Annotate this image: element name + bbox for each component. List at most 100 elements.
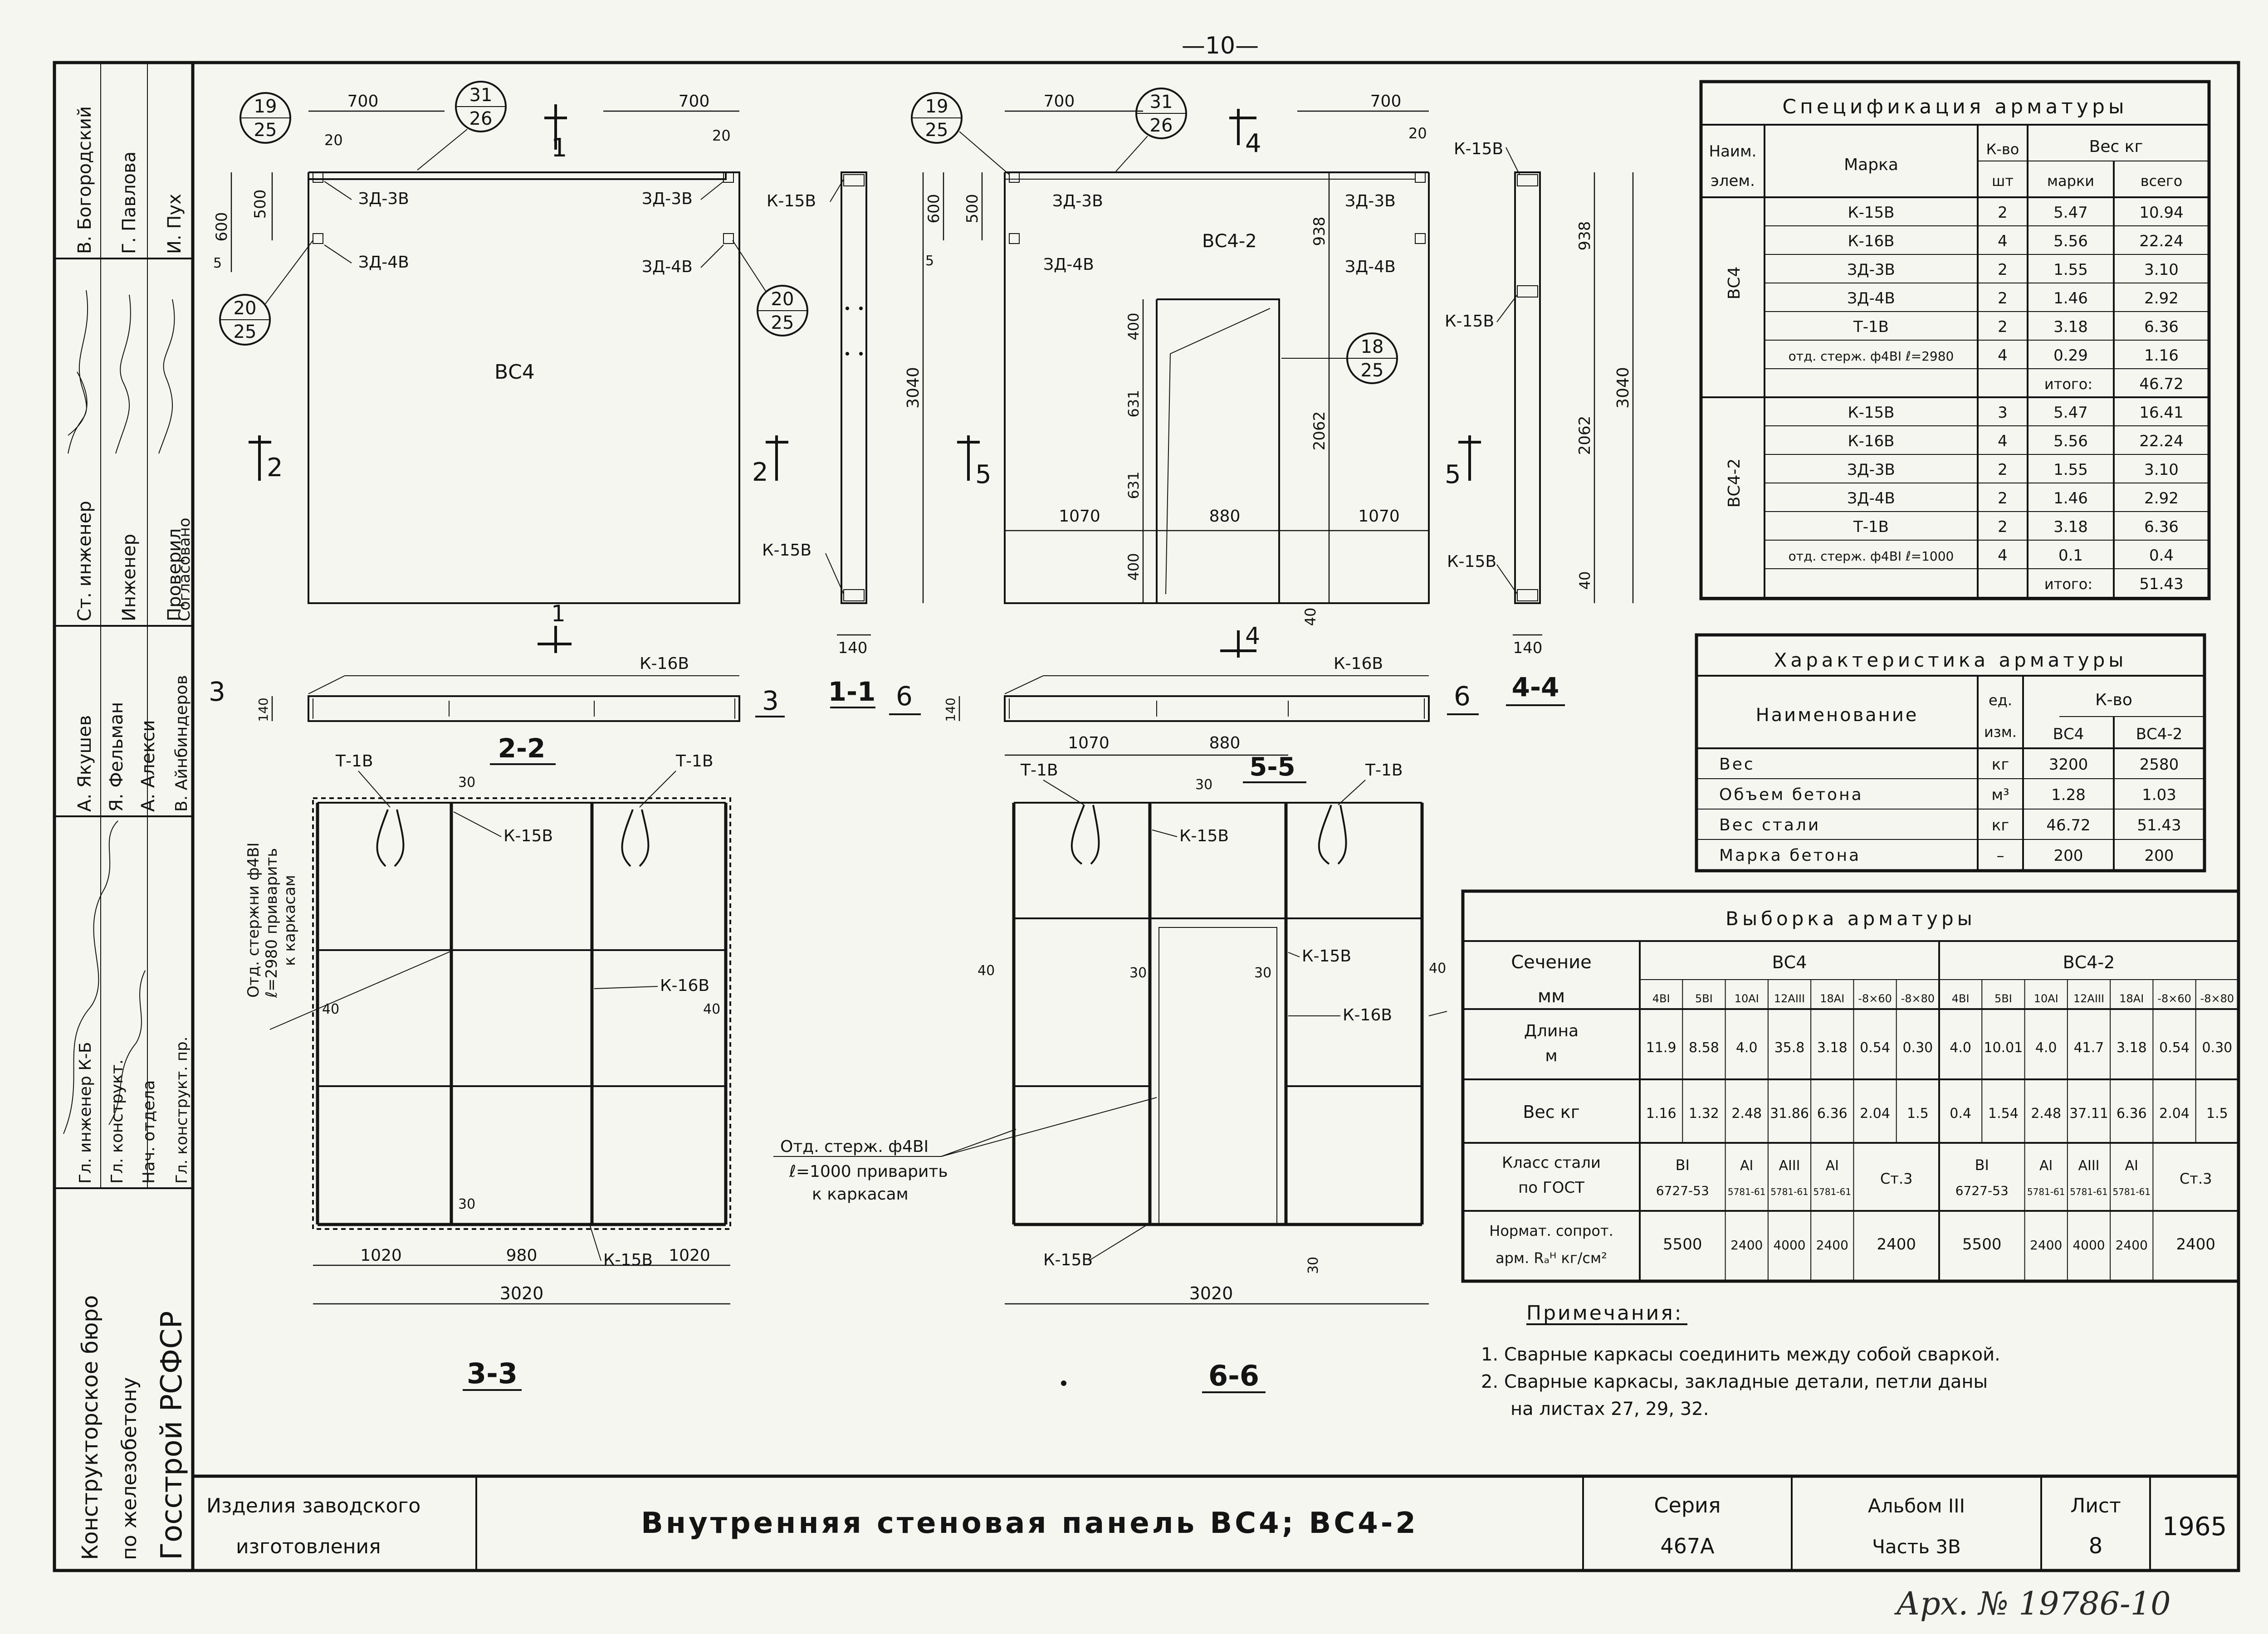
section-2-2: К-16В 140 3 3 2-2 — [209, 654, 785, 765]
sample-length: 4.0 — [1736, 1040, 1758, 1056]
label-zd4b-2: ЗД-4В — [642, 258, 693, 276]
sample-title: Выборка арматуры — [1725, 907, 1976, 930]
spec-cell-unit: 5.56 — [2053, 432, 2088, 450]
svg-text:25: 25 — [234, 322, 257, 342]
stamp-role-3: Проверил — [164, 528, 185, 621]
sample-size: -8×80 — [1901, 992, 1935, 1005]
sample-size: -8×60 — [1858, 992, 1892, 1005]
archive-number: Арх. № 19786-10 — [1894, 1585, 2171, 1622]
characteristic-table: Характеристика арматуры Наименование ед.… — [1695, 633, 2206, 873]
sample-group-vs42: ВС4-2 — [2063, 952, 2115, 972]
sample-class-bi-gost: 6727-53 — [1656, 1183, 1709, 1198]
cut-1-bot: 1 — [551, 600, 566, 627]
org-line-2: по железобетону — [118, 1377, 141, 1560]
sample-norm-3: 4000 — [2072, 1238, 2105, 1253]
svg-text:25: 25 — [925, 120, 948, 141]
dim-5-vs42: 5 — [925, 253, 934, 269]
dim-1070-b: 1070 — [1358, 507, 1400, 526]
dim-880-b: 880 — [1209, 734, 1241, 752]
sample-size: 18АI — [1820, 992, 1844, 1005]
dim-40-66a: 40 — [978, 963, 995, 979]
bubble-19-25-b: 19 25 — [911, 92, 1010, 175]
cut-3-left: 3 — [209, 676, 225, 707]
sample-class-bi: ВI — [1676, 1156, 1690, 1174]
stamp-role-4: Согласовано — [176, 518, 194, 621]
sample-weight: 2.48 — [2031, 1106, 2061, 1122]
section-6-6-label: 6-6 — [1208, 1359, 1259, 1392]
section-1-1: К-15В К-15В 3040 140 1-1 — [762, 171, 924, 708]
label-zd3b-3: ЗД-3В — [1052, 192, 1103, 210]
stamp-role-2: Инженер — [119, 534, 140, 621]
sample-norm-1: 5500 — [1663, 1235, 1702, 1254]
spec-cell-total: 22.24 — [2139, 232, 2183, 250]
cut-2-left: 2 — [267, 453, 283, 483]
section-4-4-label: 4-4 — [1512, 672, 1559, 702]
dim-140-s55: 140 — [943, 697, 958, 722]
left-stamp: В. Богородский Г. Павлова И. Пух Ст. инж… — [54, 63, 195, 1571]
char-cell-c1: 3200 — [2049, 756, 2088, 774]
sample-size: 10АI — [2034, 992, 2058, 1005]
sample-length: 0.54 — [2159, 1040, 2190, 1056]
dim-500-vs4: 500 — [251, 190, 269, 219]
dim-700-c: 700 — [1044, 92, 1075, 111]
sample-class-bi-gost: 6727-53 — [1955, 1183, 2009, 1198]
note-rods-1-l2: ℓ=2980 приварить — [263, 848, 281, 998]
dim-700-b: 700 — [679, 92, 710, 111]
sample-size: 4ВI — [1652, 992, 1670, 1005]
dim-30-66c: 30 — [1195, 777, 1212, 793]
cut-4-top: 4 — [1245, 129, 1261, 158]
dim-2062-vs42: 2062 — [1310, 411, 1329, 451]
signature-5 — [108, 970, 146, 1125]
section-1-1-label: 1-1 — [828, 676, 876, 707]
label-k15b-33-b: К-15В — [603, 1251, 653, 1269]
org-line-1: Конструкторское бюро — [78, 1295, 103, 1560]
spec-cell-total: 0.4 — [2149, 546, 2174, 565]
category-line-2: изготовления — [236, 1535, 381, 1558]
sample-class-aiii: АIII — [2078, 1158, 2099, 1174]
char-cell-c2: 1.03 — [2142, 786, 2176, 804]
label-k15b-s11-bot: К-15В — [762, 541, 811, 560]
stamp-role-7: Нач. отдела — [140, 1080, 158, 1184]
dim-40-33a: 40 — [322, 1001, 339, 1017]
sample-weight: 1.54 — [1988, 1106, 2019, 1122]
dim-30-33a: 30 — [458, 775, 475, 790]
spec-cell-mark: К-15В — [1848, 404, 1895, 422]
char-cell-name: Марка бетона — [1719, 846, 1861, 865]
sample-row-class-2: по ГОСТ — [1518, 1179, 1584, 1197]
spec-head-qty-2: шт — [1992, 172, 2014, 190]
notes: Примечания: 1. Сварные каркасы соединить… — [1481, 1302, 2000, 1419]
char-head-unit-1: ед. — [1989, 692, 2012, 709]
section-6-6: Т-1В Т-1В К-15В К-15В К-16В К-15В 40 40 … — [773, 761, 1447, 1393]
dim-20-a: 20 — [324, 132, 343, 149]
signature-2 — [115, 294, 131, 454]
spec-cell-total: 6.36 — [2144, 318, 2179, 336]
spec-head-w-total: всего — [2141, 172, 2183, 190]
label-k16b-66: К-16В — [1343, 1006, 1392, 1024]
spec-cell-unit: 1.46 — [2053, 289, 2088, 307]
dim-700-d: 700 — [1370, 92, 1402, 111]
stamp-name-4: А. Якушев — [74, 715, 95, 812]
char-head-c1: ВС4 — [2053, 725, 2084, 743]
label-k15b-66-c: К-15В — [1043, 1251, 1093, 1269]
label-zd3b-2: ЗД-3В — [642, 190, 693, 208]
spec-cell-unit: 5.56 — [2053, 232, 2088, 250]
dim-5-vs4: 5 — [213, 255, 222, 271]
dim-1020-a: 1020 — [360, 1246, 402, 1265]
dim-3020-a: 3020 — [500, 1283, 544, 1303]
dim-400-vs42-a: 400 — [1125, 312, 1142, 340]
sample-length: 11.9 — [1646, 1040, 1677, 1056]
stamp-name-5: Я. Фельман — [106, 702, 127, 812]
spec-cell-total: 2.92 — [2144, 489, 2179, 507]
cut-2-right: 2 — [752, 458, 768, 487]
label-t1b-33-a: Т-1В — [335, 752, 373, 771]
sample-weight: 31.86 — [1770, 1106, 1809, 1122]
sample-class-st3: Ст.3 — [2180, 1170, 2212, 1187]
section-3-3: Т-1В Т-1В К-15В К-16В К-15В 30 40 40 30 … — [244, 752, 731, 1391]
series-value: 467А — [1660, 1534, 1715, 1558]
spec-cell-mark: отд. стерж. ф4ВI ℓ=1000 — [1789, 549, 1954, 564]
note-2: 2. Сварные каркасы, закладные детали, пе… — [1481, 1371, 1988, 1392]
sample-length: 0.30 — [1902, 1040, 1933, 1056]
note-rods-2-l3: к каркасам — [812, 1185, 909, 1204]
sample-norm-5: 2400 — [1877, 1235, 1916, 1254]
